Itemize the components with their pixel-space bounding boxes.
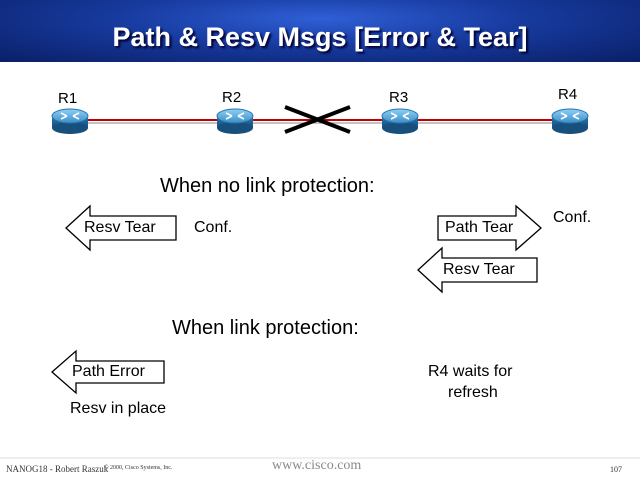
conf-right-label: Conf. — [553, 209, 592, 226]
conf-left-label: Conf. — [194, 219, 233, 236]
no-protection-heading: When no link protection: — [160, 175, 375, 197]
router-label-r2: R2 — [222, 89, 242, 106]
footer-copyright: © 2000, Cisco Systems, Inc. — [104, 465, 173, 471]
footer-author: NANOG18 - Robert Raszuk — [6, 464, 109, 474]
path-error-arrow-icon — [51, 349, 165, 395]
slide-title: Path & Resv Msgs [Error & Tear] — [112, 22, 528, 52]
footer-page-number: 107 — [610, 465, 622, 474]
router-r1-icon — [51, 108, 89, 134]
resv-tear-left-label: Resv Tear — [84, 219, 156, 236]
router-r2-icon — [216, 108, 254, 134]
router-r3-icon — [381, 108, 419, 134]
router-label-r1: R1 — [58, 90, 78, 107]
router-label-r3: R3 — [389, 89, 409, 106]
r4-waits-line2: refresh — [448, 384, 498, 401]
path-tear-arrow-icon — [437, 204, 542, 252]
router-label-r4: R4 — [558, 86, 578, 103]
r4-waits-line1: R4 waits for — [428, 363, 513, 380]
resv-in-place-label: Resv in place — [70, 400, 167, 417]
router-r4-icon — [551, 108, 589, 134]
path-tear-label: Path Tear — [445, 219, 514, 236]
protection-heading: When link protection: — [172, 317, 359, 339]
resv-tear-right-arrow-icon — [417, 246, 538, 294]
path-error-label: Path Error — [72, 363, 145, 380]
resv-tear-left-arrow-icon — [65, 204, 177, 252]
footer-url: www.cisco.com — [272, 458, 362, 473]
title-bar — [0, 0, 640, 62]
resv-tear-right-label: Resv Tear — [443, 261, 515, 278]
link-failure-cross-icon — [284, 105, 351, 134]
